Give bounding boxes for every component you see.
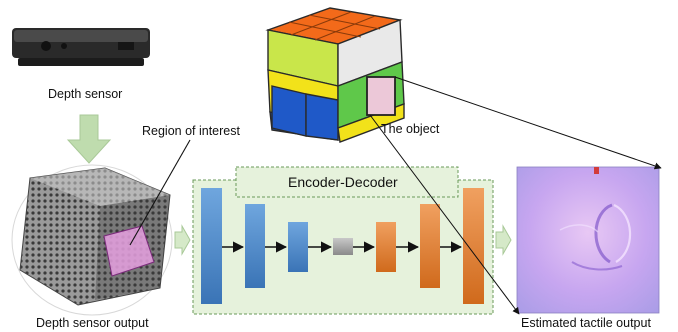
- encoder-decoder-title-box: [235, 166, 459, 198]
- bottleneck-layer: [333, 238, 353, 255]
- depth-mesh-cube: [11, 164, 173, 316]
- depth-sensor-label: Depth sensor: [48, 87, 123, 101]
- roi-highlight: [103, 225, 155, 277]
- pointer-line-top: [394, 76, 662, 170]
- depth-sensor-output-label: Depth sensor output: [36, 316, 149, 330]
- encoder-layer-2: [245, 204, 265, 288]
- pointer-line-bottom: [369, 114, 520, 315]
- estimated-tactile-output-label: Estimated tactile output: [521, 316, 651, 330]
- object-label: The object: [381, 122, 440, 136]
- encoder-layer-3: [288, 222, 308, 272]
- flow-arrow-right-in: [174, 224, 191, 256]
- flow-arrow-down: [66, 114, 112, 164]
- object-region-highlight: [366, 76, 396, 116]
- decoder-layer-1: [376, 222, 396, 272]
- region-of-interest-label: Region of interest: [142, 124, 240, 138]
- flow-arrow-right-out: [495, 224, 512, 256]
- encoder-decoder-title: Encoder-Decoder: [288, 174, 398, 190]
- roi-pointer-line: [129, 139, 191, 246]
- depth-camera-icon: [12, 28, 150, 66]
- tactile-imprint: [559, 203, 632, 271]
- encoder-layer-1: [201, 188, 222, 304]
- decoder-layer-2: [420, 204, 440, 288]
- decoder-layer-3: [463, 188, 484, 304]
- tactile-output-image: [516, 166, 660, 314]
- tactile-edge-mark: [594, 167, 599, 174]
